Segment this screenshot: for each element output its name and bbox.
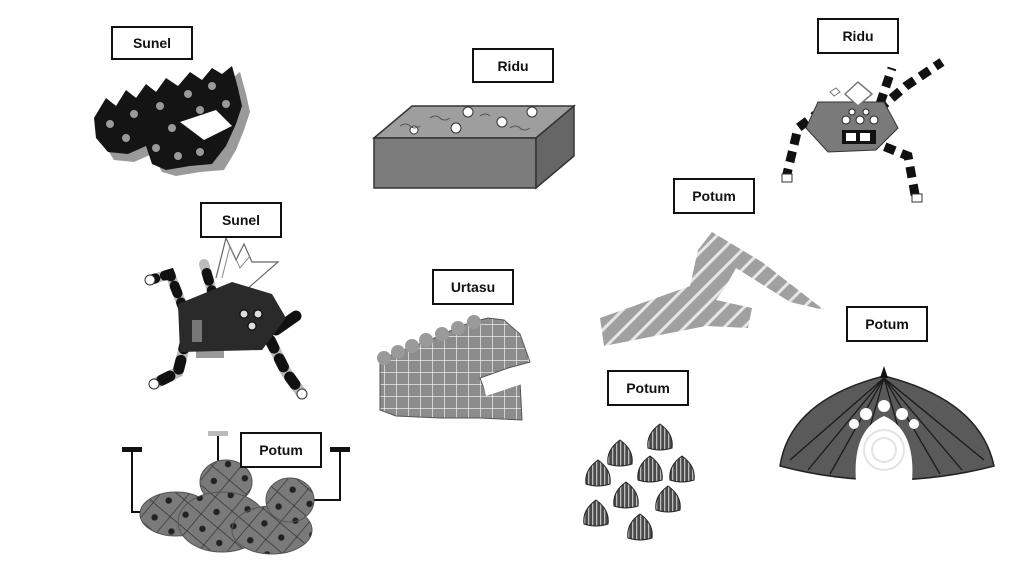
potum-cloud xyxy=(122,431,350,555)
sunel-spiky-shape xyxy=(94,66,250,176)
label-ridu-spider: Ridu xyxy=(817,18,899,54)
label-urtasu: Urtasu xyxy=(432,269,514,305)
urtasu-grid-shape xyxy=(377,315,531,421)
potum-dome xyxy=(779,366,995,482)
label-potum-seeds: Potum xyxy=(607,370,689,406)
ridu-spider xyxy=(781,58,945,203)
label-sunel-top: Sunel xyxy=(111,26,193,60)
ridu-box xyxy=(371,104,577,190)
potum-zigzag xyxy=(600,232,824,346)
label-ridu-box: Ridu xyxy=(472,48,554,83)
label-potum-dome: Potum xyxy=(846,306,928,342)
label-potum-zigzag: Potum xyxy=(673,178,755,214)
potum-seeds xyxy=(583,423,695,541)
sunel-creature xyxy=(144,236,308,400)
label-sunel-creature: Sunel xyxy=(200,202,282,238)
label-potum-cloud: Potum xyxy=(240,432,322,468)
